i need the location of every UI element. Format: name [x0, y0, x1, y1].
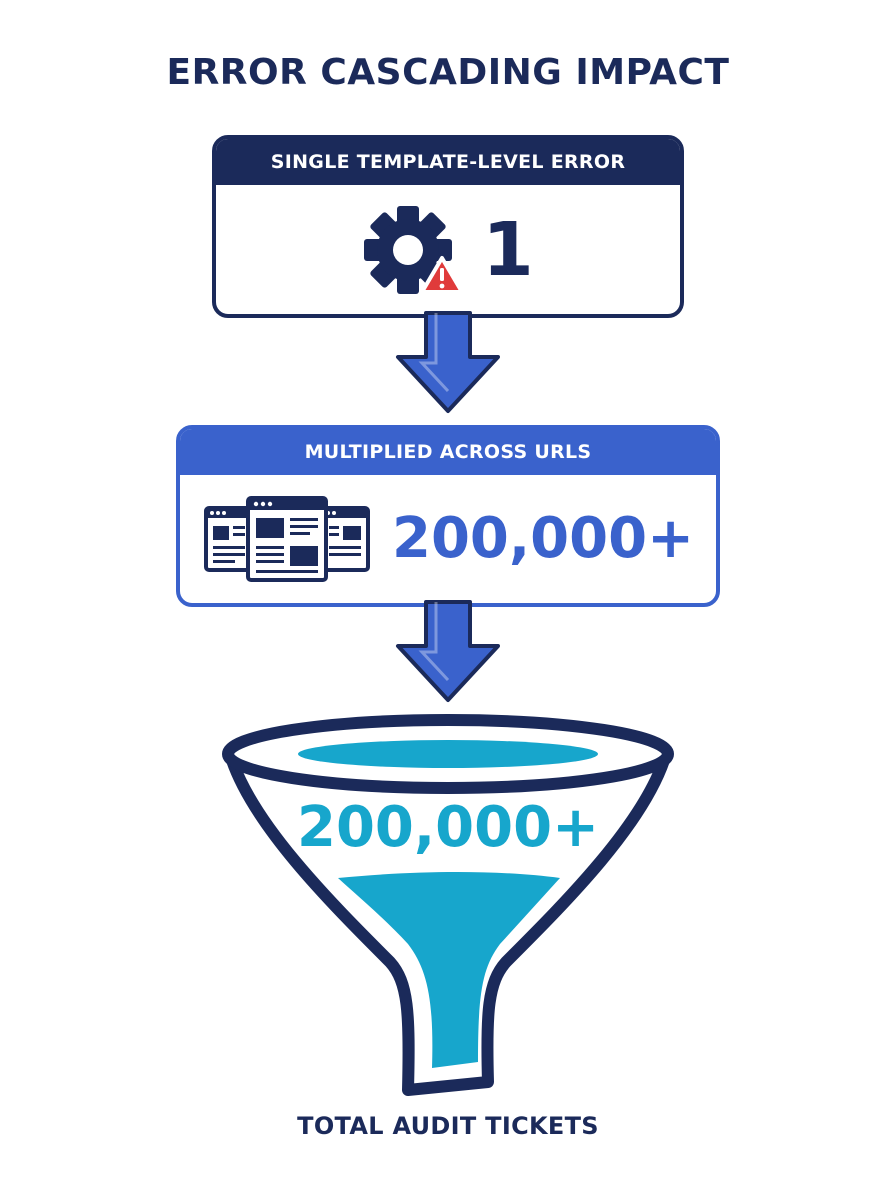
multiplied-urls-header: MULTIPLIED ACROSS URLS	[180, 429, 716, 475]
single-error-header: SINGLE TEMPLATE-LEVEL ERROR	[216, 139, 680, 185]
single-error-card: SINGLE TEMPLATE-LEVEL ERROR 1	[212, 135, 684, 318]
ticket-count: 200,000+	[297, 795, 599, 860]
error-count: 1	[482, 206, 534, 293]
arrow-down-icon	[396, 600, 500, 702]
single-error-body: 1	[216, 185, 680, 314]
multiplied-urls-body: 200,000+	[180, 475, 716, 603]
gear-warning-icon	[364, 205, 465, 294]
page-title: ERROR CASCADING IMPACT	[166, 52, 730, 93]
url-count: 200,000+	[392, 506, 694, 571]
funnel-label: TOTAL AUDIT TICKETS	[297, 1112, 599, 1140]
arrow-down-icon	[396, 311, 500, 413]
funnel-icon	[222, 714, 674, 1096]
web-pages-icon	[204, 496, 370, 582]
multiplied-urls-card: MULTIPLIED ACROSS URLS	[176, 425, 720, 607]
